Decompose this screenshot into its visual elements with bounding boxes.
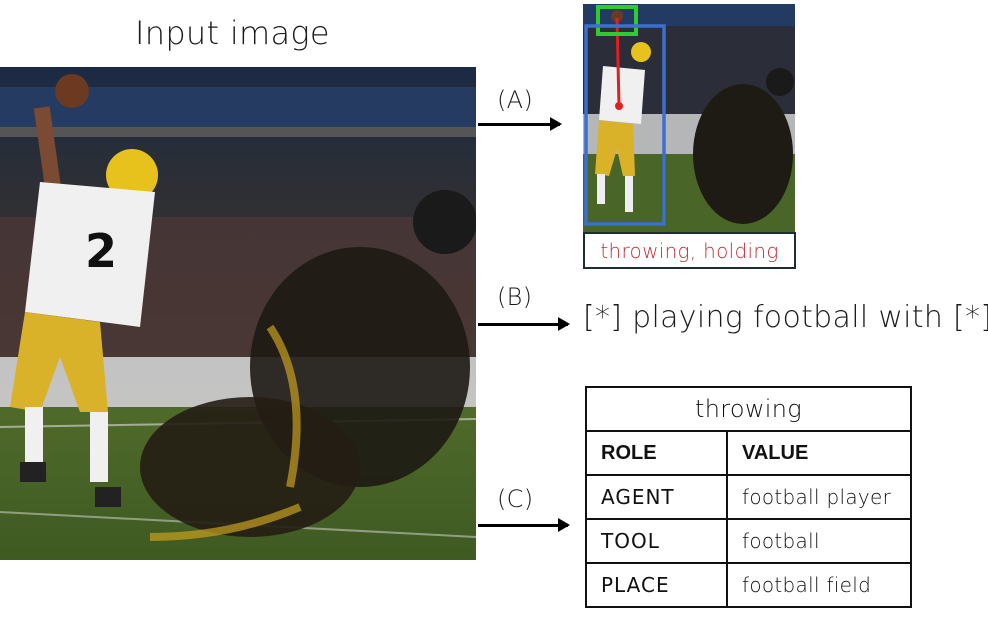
object-bbox <box>596 5 638 36</box>
detection-caption: throwing, holding <box>583 232 796 269</box>
template-text: [*] playing football with [*] <box>583 300 988 335</box>
table-row: TOOL football <box>585 518 912 564</box>
table-row: PLACE football field <box>585 562 912 608</box>
arrow-b <box>478 317 570 331</box>
input-photo: 2 <box>0 67 476 560</box>
role-table: throwing ROLE VALUE AGENT football playe… <box>585 386 912 608</box>
role-cell: TOOL <box>585 518 728 564</box>
table-verb: throwing <box>585 386 912 432</box>
table-header-row: ROLE VALUE <box>585 430 912 476</box>
role-cell: AGENT <box>585 474 728 520</box>
svg-text:2: 2 <box>85 224 117 278</box>
input-image-title: Input image <box>135 14 330 52</box>
football-icon <box>55 74 89 108</box>
value-cell: football <box>726 518 912 564</box>
branch-label-b: (B) <box>497 283 533 311</box>
header-role: ROLE <box>585 430 728 476</box>
branch-label-a: (A) <box>497 86 534 114</box>
table-row: AGENT football player <box>585 474 912 520</box>
header-value: VALUE <box>726 430 912 476</box>
value-cell: football field <box>726 562 912 608</box>
value-cell: football player <box>726 474 912 520</box>
agent-bbox <box>584 24 666 226</box>
arrow-c <box>478 518 570 532</box>
branch-label-c: (C) <box>497 485 534 513</box>
arrow-a <box>478 117 562 131</box>
role-cell: PLACE <box>585 562 728 608</box>
relation-line <box>615 17 621 107</box>
detection-crop <box>583 4 795 232</box>
table-verb-row: throwing <box>585 386 912 432</box>
